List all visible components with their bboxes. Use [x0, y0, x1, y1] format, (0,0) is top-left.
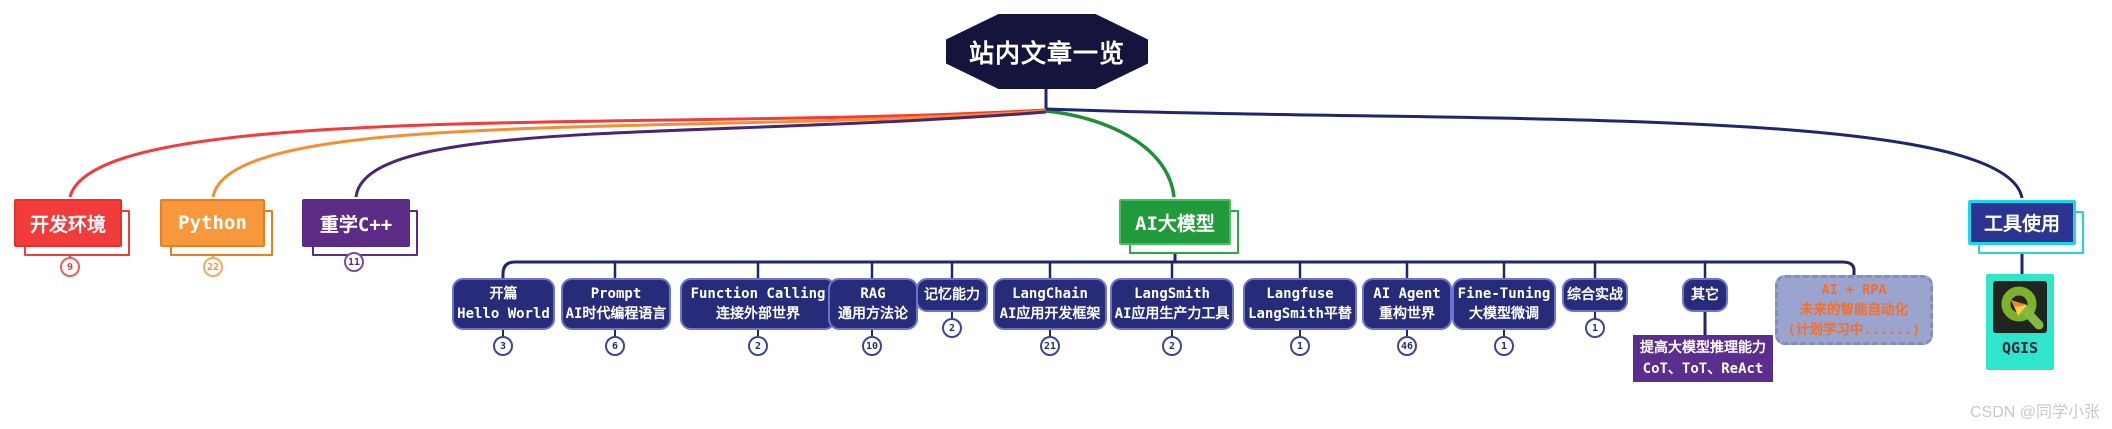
node-label: Prompt	[590, 285, 642, 302]
watermark: CSDN @同学小张	[1969, 404, 2100, 421]
node-label: LangSmith	[1134, 285, 1210, 302]
node-label: 综合实战	[1567, 286, 1623, 303]
branch-ai-models[interactable]: AI大模型	[1119, 199, 1231, 245]
node-sublabel: AI应用生产力工具	[1114, 306, 1230, 322]
node-label: Function Calling	[690, 285, 826, 302]
root-node[interactable]: 站内文章一览	[946, 14, 1148, 89]
node-label: AI Agent	[1373, 285, 1441, 302]
branch-label: Python	[178, 212, 247, 234]
node-label: LangChain	[1012, 285, 1088, 302]
branch-label: 工具使用	[1983, 213, 2060, 235]
count-badge[interactable]: 22	[203, 257, 223, 277]
branch-label: 重学C++	[319, 213, 393, 236]
node-sublabel: AI时代编程语言	[565, 306, 667, 322]
qgis-logo-icon	[1993, 281, 2047, 333]
root-label: 站内文章一览	[968, 38, 1125, 68]
branch-label: AI大模型	[1135, 212, 1215, 235]
node-sublabel: 通用方法论	[838, 306, 908, 322]
node-label: 记忆能力	[924, 286, 980, 303]
node-label: 开篇	[489, 285, 518, 302]
node-qgis[interactable]: QGIS	[1986, 274, 2054, 370]
node-prompt[interactable]: Prompt AI时代编程语言	[561, 278, 671, 330]
node-ai-agent[interactable]: AI Agent 重构世界	[1362, 278, 1452, 330]
node-others[interactable]: 其它	[1682, 278, 1728, 312]
node-sublabel: AI应用开发框架	[999, 306, 1101, 322]
node-label: 提高大模型推理能力	[1640, 339, 1766, 356]
node-memory[interactable]: 记忆能力	[916, 278, 988, 312]
count-badge[interactable]: 46	[1397, 336, 1417, 356]
count-badge[interactable]: 2	[942, 318, 962, 338]
node-langfuse[interactable]: Langfuse LangSmith平替	[1243, 278, 1357, 330]
branch-python[interactable]: Python	[160, 199, 265, 247]
node-sublabel: CoT、ToT、ReAct	[1642, 360, 1764, 377]
node-sublabel: 未来的智能自动化	[1800, 301, 1908, 318]
node-label: Langfuse	[1266, 285, 1334, 302]
count-badge[interactable]: 2	[748, 336, 768, 356]
node-rag[interactable]: RAG 通用方法论	[828, 278, 918, 330]
node-label: RAG	[860, 285, 886, 302]
node-note: (计划学习中......)	[1787, 322, 1921, 339]
node-opening-hello-world[interactable]: 开篇 Hello World	[452, 278, 555, 330]
count-badge[interactable]: 6	[605, 336, 625, 356]
node-fine-tuning[interactable]: Fine-Tuning 大模型微调	[1452, 278, 1556, 330]
count-badge[interactable]: 11	[344, 252, 364, 272]
node-reasoning-cot-tot-react[interactable]: 提高大模型推理能力 CoT、ToT、ReAct	[1633, 335, 1773, 382]
node-sublabel: 大模型微调	[1469, 306, 1539, 322]
node-langsmith[interactable]: LangSmith AI应用生产力工具	[1110, 278, 1234, 330]
node-function-calling[interactable]: Function Calling 连接外部世界	[680, 278, 836, 330]
count-badge[interactable]: 3	[493, 336, 513, 356]
count-badge[interactable]: 21	[1040, 336, 1060, 356]
node-sublabel: 连接外部世界	[716, 306, 800, 322]
node-sublabel: Hello World	[457, 306, 550, 322]
node-label: AI + RPA	[1821, 281, 1887, 298]
qgis-label: QGIS	[2001, 339, 2039, 357]
count-badge[interactable]: 9	[60, 257, 80, 277]
node-label: Fine-Tuning	[1457, 285, 1551, 302]
count-badge[interactable]: 10	[862, 336, 882, 356]
node-practice[interactable]: 综合实战	[1562, 278, 1628, 312]
node-sublabel: 重构世界	[1379, 306, 1435, 322]
count-badge[interactable]: 1	[1494, 336, 1514, 356]
node-langchain[interactable]: LangChain AI应用开发框架	[993, 278, 1107, 330]
count-badge[interactable]: 1	[1585, 318, 1605, 338]
branch-dev-env[interactable]: 开发环境	[14, 199, 122, 247]
count-badge[interactable]: 2	[1162, 336, 1182, 356]
node-ai-rpa-planned[interactable]: AI + RPA 未来的智能自动化 (计划学习中......)	[1775, 275, 1933, 345]
branch-tools[interactable]: 工具使用	[1968, 200, 2076, 245]
branch-label: 开发环境	[29, 213, 106, 236]
node-label: 其它	[1691, 286, 1719, 303]
count-badge[interactable]: 1	[1290, 336, 1310, 356]
branch-cpp[interactable]: 重学C++	[302, 199, 410, 247]
node-sublabel: LangSmith平替	[1248, 306, 1352, 322]
